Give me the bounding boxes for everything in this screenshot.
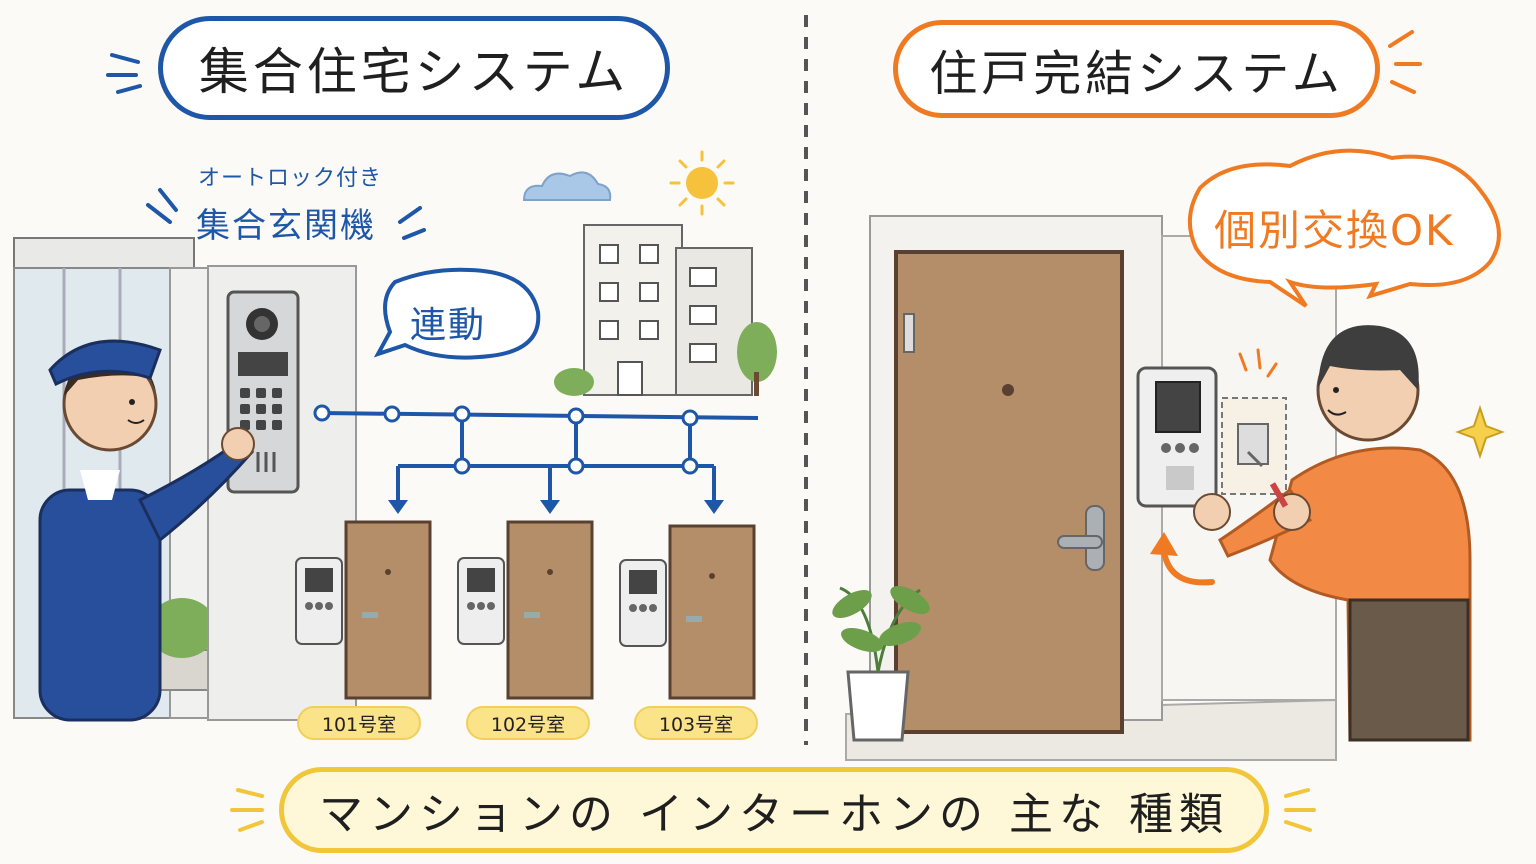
linked-speech-bubble — [373, 267, 541, 360]
linked-speech-text: 連動 — [410, 305, 487, 346]
room-102-door — [506, 520, 594, 700]
entrance-caption-line2: 集合玄関機 — [196, 206, 376, 246]
room-102-intercom-icon — [457, 557, 505, 645]
entrance-caption-sparkle-icon — [146, 188, 426, 240]
individual-replace-speech-text: 個別交換OK — [1214, 206, 1455, 255]
unit-intercom-icon — [1136, 366, 1218, 508]
technician-figure — [1193, 325, 1472, 742]
footer-title: マンションの インターホンの 主な 種類 — [279, 767, 1269, 853]
room-101-intercom-icon — [295, 557, 343, 645]
room-103-label: 103号室 — [634, 706, 758, 740]
wiring-junctions — [313, 404, 699, 475]
room-101-label: 101号室 — [297, 706, 421, 740]
room-103-intercom-icon — [619, 559, 667, 647]
individual-replace-speech-bubble — [1187, 148, 1501, 308]
left-system-title: 集合住宅システム — [158, 16, 670, 120]
unit-entrance-door — [894, 250, 1124, 734]
wall-outlet-icon — [1221, 397, 1287, 495]
title-right-sparkle-icon — [1388, 30, 1422, 94]
right-system-title: 住戸完結システム — [893, 20, 1380, 118]
room-103-door — [668, 524, 756, 700]
apartment-building-icon — [554, 224, 777, 396]
potted-plant-icon — [832, 586, 930, 742]
title-left-sparkle-icon — [106, 53, 142, 94]
cloud-icon — [522, 171, 612, 201]
doorman-cap-icon — [48, 339, 162, 387]
wiring-arrowheads — [388, 500, 724, 514]
entrance-canopy — [13, 237, 195, 269]
room-102-label: 102号室 — [466, 706, 590, 740]
attention-marks-icon — [1238, 348, 1278, 378]
footer-left-sparkle-icon — [230, 788, 264, 832]
sun-icon — [669, 150, 735, 216]
shrub — [148, 598, 216, 658]
door-handle — [1057, 535, 1103, 549]
doorman-figure — [38, 339, 255, 722]
swap-arrow-icon — [1161, 549, 1215, 586]
room-101-door — [344, 520, 432, 700]
sparkle-star-icon — [1455, 404, 1505, 460]
entrance-caption-line1: オートロック付き — [198, 166, 383, 191]
footer-right-sparkle-icon — [1284, 788, 1316, 832]
